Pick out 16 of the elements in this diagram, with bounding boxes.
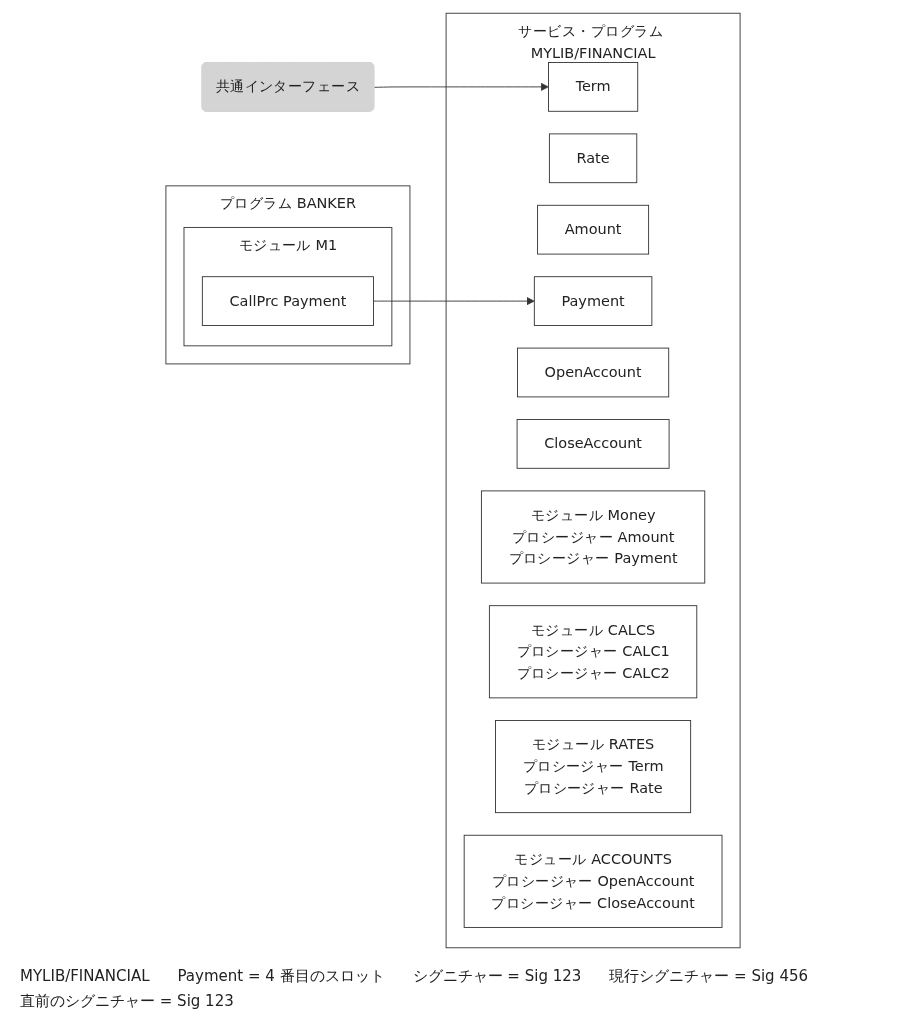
note-text: 直前のシグニチャー = Sig 123 — [20, 992, 234, 1011]
node-box: CloseAccount — [516, 419, 670, 469]
node-box: モジュール ACCOUNTS プロシージャー OpenAccount プロシージャー CloseAccount — [463, 834, 723, 928]
node-box: Payment — [533, 276, 653, 326]
note-text: Payment = 4 番目のスロット — [177, 967, 385, 986]
node-box: モジュール RATES プロシージャー Term プロシージャー Rate — [495, 720, 692, 814]
node-box: CallPrc Payment — [201, 276, 374, 326]
node-box: モジュール Money プロシージャー Amount プロシージャー Payment — [480, 490, 706, 584]
node-box: Term — [548, 62, 639, 112]
node-box: Amount — [537, 204, 650, 255]
note-text: MYLIB/FINANCIAL — [20, 967, 150, 986]
node-box: Rate — [548, 133, 638, 184]
node-box: OpenAccount — [517, 347, 670, 398]
note-text: 現行シグニチャー = Sig 456 — [609, 967, 809, 986]
node-box: モジュール CALCS プロシージャー CALC1 プロシージャー CALC2 — [488, 605, 698, 699]
note-text: シグニチャー = Sig 123 — [412, 967, 582, 986]
